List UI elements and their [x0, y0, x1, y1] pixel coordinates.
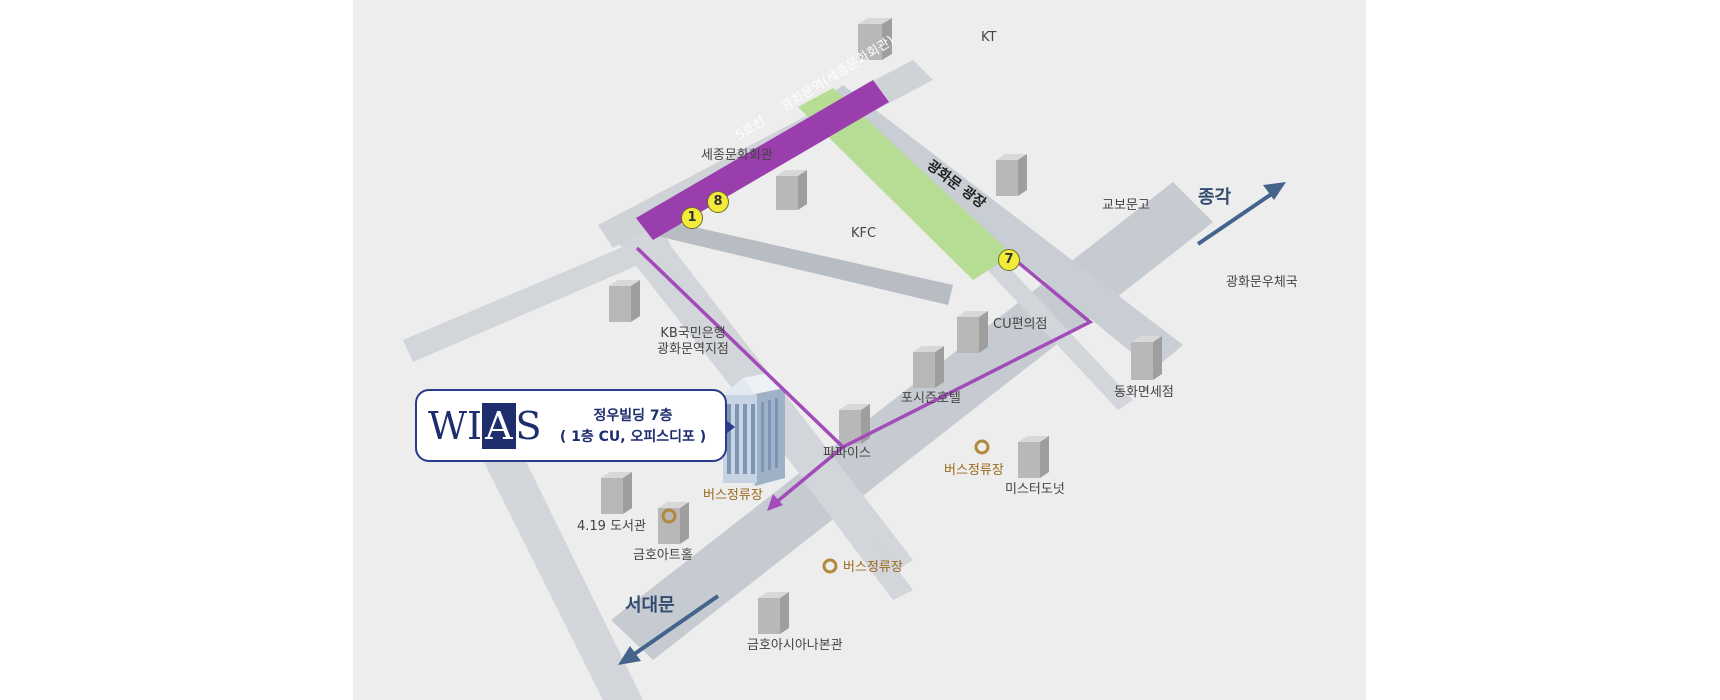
direction-seodaemun: 서대문: [625, 595, 675, 616]
callout-line2: ( 1층 CU, 오피스디포 ): [559, 429, 707, 445]
label-popeyes: 파파이스: [823, 446, 871, 461]
subway-line5-bar: [636, 80, 889, 240]
label-kfc: KFC: [851, 226, 877, 241]
label-sejong: 세종문화회관: [701, 148, 773, 163]
label-bus-stop-2: 버스정류장: [944, 463, 1004, 478]
logo-part-boxed: A: [482, 403, 516, 449]
building-kfc-icon: [776, 170, 807, 210]
label-kt: KT: [981, 30, 997, 45]
building-mister-donut-icon: [1018, 436, 1049, 478]
route-arrowhead: [767, 494, 783, 511]
building-kumho-asiana-icon: [758, 592, 789, 634]
destination-callout: WIAS 정우빌딩 7층 ( 1층 CU, 오피스디포 ): [415, 389, 735, 462]
bus-stop-icon-2: [974, 439, 990, 455]
building-donghwa-icon: [1131, 336, 1162, 380]
south-road: [803, 470, 913, 600]
direction-jonggak: 종각: [1198, 187, 1232, 208]
location-map: KT 세종문화회관 KFC 교보문고 광화문우체국 KB국민은행 광화문역지점 …: [353, 0, 1366, 700]
building-library-icon: [601, 472, 632, 514]
label-kb-line2: 광화문역지점: [657, 342, 729, 357]
roads: [403, 60, 1213, 700]
buildings: [601, 18, 1162, 634]
label-cu: CU편의점: [993, 317, 1048, 332]
callout-text: 정우빌딩 7층 ( 1층 CU, 오피스디포 ): [558, 406, 708, 448]
building-kyobo-icon: [996, 154, 1027, 196]
label-library-419: 4.19 도서관: [577, 519, 646, 534]
seodaemun-arrow-icon: [618, 594, 720, 665]
building-popeyes-icon: [839, 404, 870, 444]
callout-pointer-icon: [727, 421, 735, 433]
map-graphics: [403, 18, 1286, 700]
building-kb-icon: [609, 280, 640, 322]
logo-part-post: S: [515, 404, 542, 448]
bus-stop-icon-1: [661, 508, 677, 524]
exit-marker-8: 8: [707, 191, 729, 213]
main-diagonal-road: [611, 182, 1213, 660]
wias-logo: WIAS: [428, 403, 546, 449]
label-kb-line1: KB국민은행: [660, 326, 726, 341]
label-mister-donut: 미스터도넛: [1005, 482, 1065, 497]
building-kumho-hall-icon: [658, 502, 689, 544]
bus-stop-icon-3: [822, 558, 838, 574]
gray-diagonal: [653, 220, 953, 305]
callout-line1: 정우빌딩 7층: [593, 408, 673, 424]
label-donghwa: 동화면세점: [1114, 385, 1174, 400]
sejong-street-south: [473, 425, 643, 700]
label-kumho-hall: 금호아트홀: [633, 548, 693, 563]
label-post-office: 광화문우체국: [1226, 275, 1298, 290]
gwanghwamun-plaza: [798, 88, 1013, 280]
label-bus-stop-1: 버스정류장: [703, 488, 763, 503]
walking-route: [635, 246, 1094, 450]
label-kumho-asiana: 금호아시아나본관: [747, 638, 843, 653]
jonggak-arrow-icon: [1196, 182, 1286, 246]
walking-route-to-building: [771, 445, 845, 507]
jungwoo-building-icon: [723, 372, 785, 486]
building-kt-icon: [858, 18, 892, 60]
cross-road-lower: [403, 230, 673, 362]
label-bus-stop-3: 버스정류장: [843, 560, 903, 575]
exit-marker-7: 7: [998, 249, 1020, 271]
label-four-seasons: 포시즌호텔: [901, 391, 961, 406]
label-kyobo: 교보문고: [1102, 198, 1150, 213]
east-road: [978, 250, 1133, 410]
exit-marker-1: 1: [681, 207, 703, 229]
plaza-road: [823, 85, 1183, 370]
building-four-seasons-icon: [913, 346, 944, 388]
building-cu-icon: [957, 311, 988, 353]
logo-part-pre: WI: [428, 404, 483, 448]
label-kb: KB국민은행 광화문역지점: [643, 326, 743, 358]
